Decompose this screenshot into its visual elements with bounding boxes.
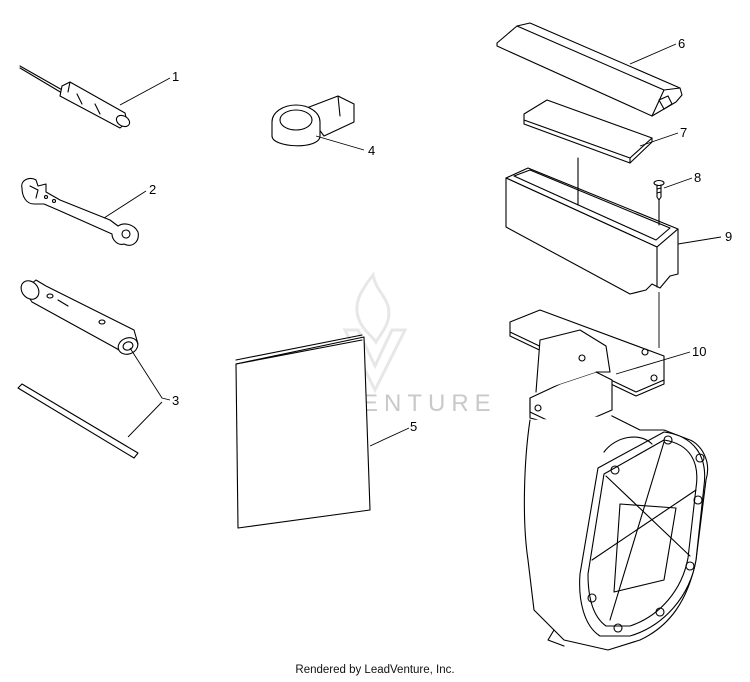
wrench-icon[interactable]	[21, 177, 139, 246]
rod-icon[interactable]	[17, 383, 139, 459]
watermark-flame-icon	[342, 271, 408, 394]
callout-6: 6	[678, 36, 685, 51]
callout-8: 8	[694, 170, 701, 185]
strap-icon[interactable]	[271, 95, 355, 147]
lid-icon[interactable]	[496, 22, 683, 117]
callout-3: 3	[172, 393, 179, 408]
callout-1: 1	[172, 69, 179, 84]
callout-2: 2	[149, 182, 156, 197]
callout-10: 10	[692, 344, 706, 359]
screw-icon[interactable]	[653, 179, 665, 201]
footer-credit: Rendered by LeadVenture, Inc.	[295, 664, 455, 676]
housing-icon[interactable]	[509, 309, 708, 651]
callout-5: 5	[410, 419, 417, 434]
callouts: 1 2 3 4 5 6 7 8 9 10	[149, 36, 732, 434]
socket-wrench-icon[interactable]	[17, 277, 140, 357]
tray-icon[interactable]	[505, 157, 679, 295]
leader-lines	[103, 43, 722, 447]
pad-icon[interactable]	[523, 99, 653, 164]
screwdriver-icon[interactable]	[19, 65, 132, 129]
callout-9: 9	[725, 229, 732, 244]
book-icon[interactable]	[235, 334, 371, 529]
callout-7: 7	[680, 125, 687, 140]
callout-4: 4	[368, 143, 375, 158]
